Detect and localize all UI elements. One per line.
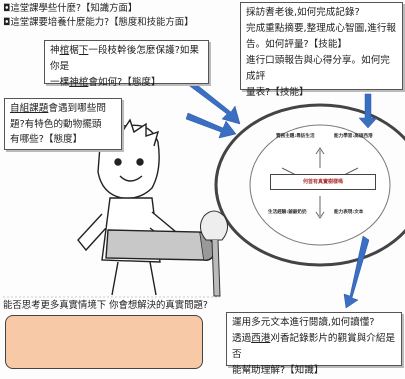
text-fragment: 會如何?【態度】 xyxy=(88,77,161,88)
question-skills: ◘這堂課要培養什麼能力?【態度和技能方面】 xyxy=(3,17,194,28)
box-tree-protection: 神棺椐下一段枝幹後怎麼保護?如果你是 一棵神棺會如何?【態度】 xyxy=(44,40,209,88)
diagram-label-mid-right: 能力表現:文本 xyxy=(334,210,364,215)
question-knowledge: ◘這堂課學些什麼?【知識方面】 xyxy=(3,3,138,14)
text-fragment: 透過 xyxy=(232,333,252,344)
text-fragment: 自組課題 xyxy=(10,103,49,114)
diagram-label-upper-right: 能力學習:高雄西港 xyxy=(334,134,373,139)
text-fragment: 神 xyxy=(50,45,60,56)
text-line: 告。如何評量?【技能】 xyxy=(246,39,348,50)
blue-arrows xyxy=(185,79,378,309)
outer-ring xyxy=(214,103,405,267)
tree-sketch xyxy=(200,210,228,297)
text-line: 有哪些?【態度】 xyxy=(10,134,83,145)
text-line: 能幫助理解?【知識】 xyxy=(232,365,324,376)
diagram-label-mid-left: 生活經驗:爺爺奶奶 xyxy=(268,210,307,215)
box-topic-problems: 自組課題會遇到哪些問 題?有特色的動物擺頭 有哪些?【態度】 xyxy=(4,98,122,150)
text-fragment: 椐 xyxy=(69,45,79,56)
text-fragment: 西港 xyxy=(251,333,271,344)
text-fragment: 一段枝幹後怎麼保護?如果你是 xyxy=(50,45,199,72)
answer-box[interactable] xyxy=(5,315,203,369)
text-line: 運用多元文本進行閱讀,如何讀懂? xyxy=(232,317,375,328)
text-fragment: 棺 xyxy=(59,45,70,56)
text-fragment: 刈 xyxy=(270,333,280,344)
diagram-label-upper-left: 實務主題:尋訪生活 xyxy=(276,134,315,139)
text-fragment: 神棺 xyxy=(69,77,89,88)
text-fragment: 一棵 xyxy=(50,77,70,88)
text-line: 題?有特色的動物擺頭 xyxy=(10,118,102,130)
text-line: 完成重點摘要,整理成心智圖,進行報 xyxy=(246,23,397,34)
text-line: 量表?【技能】 xyxy=(246,87,309,98)
text-fragment: 香記錄影片的觀賞與介紹是否 xyxy=(232,333,396,360)
text-fragment: 下 xyxy=(78,45,89,56)
text-line: 採訪耆老後,如何完成記錄? xyxy=(246,7,360,18)
text-line: 進行口頭報告與心得分享。如何完成評 xyxy=(246,55,390,82)
text-fragment: 會遇到哪些問 xyxy=(48,103,106,114)
diagram-center-label: 何首有真實樹樣嗎 xyxy=(270,174,376,190)
real-problem-question: 能否思考更多真實情境下 你會想解決的真實問題? xyxy=(3,300,208,311)
box-multi-text-reading: 運用多元文本進行閱讀,如何讀懂? 透過西港刈香記錄影片的觀賞與介紹是否 能幫助理… xyxy=(226,312,402,376)
box-interview-record: 採訪耆老後,如何完成記錄? 完成重點摘要,整理成心智圖,進行報 告。如何評量?【… xyxy=(240,2,403,98)
